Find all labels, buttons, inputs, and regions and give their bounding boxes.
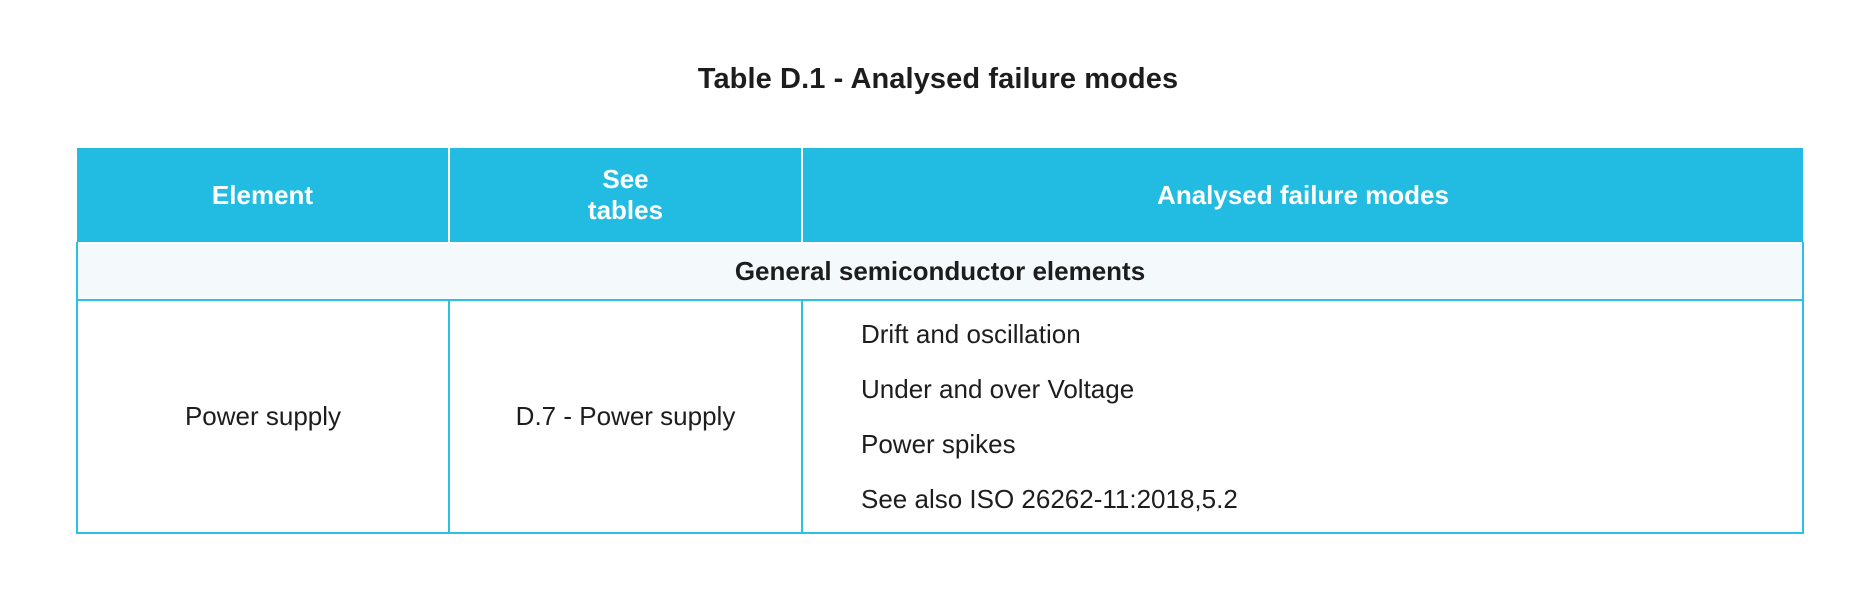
column-header-see-tables: See tables [448,148,802,243]
failure-mode-list: Drift and oscillation Under and over Vol… [861,321,1802,512]
failure-mode-item: Drift and oscillation [861,319,1081,349]
failure-mode-item: See also ISO 26262-11:2018,5.2 [861,484,1238,514]
column-header-see-tables-label: See tables [587,164,664,225]
analysed-failure-modes-table: Element See tables Analysed failure mode… [76,148,1804,534]
cell-see-tables: D.7 - Power supply [448,299,803,534]
section-header-row: General semiconductor elements [76,242,1804,301]
section-title-general-semiconductor-elements: General semiconductor elements [76,242,1804,301]
column-header-analysed-failure-modes-label: Analysed failure modes [1157,179,1449,210]
column-header-analysed-failure-modes: Analysed failure modes [801,148,1803,243]
cell-analysed-failure-modes: Drift and oscillation Under and over Vol… [801,299,1804,534]
failure-mode-item: Under and over Voltage [861,374,1135,404]
failure-mode-item: Power spikes [861,429,1016,459]
header-row: Element See tables Analysed failure mode… [77,148,1803,243]
table-header: Element See tables Analysed failure mode… [77,148,1803,243]
cell-element: Power supply [76,299,450,534]
column-header-element: Element [77,148,449,243]
table-row: Power supply D.7 - Power supply Drift an… [76,299,1804,534]
table-body: General semiconductor elements Power sup… [76,242,1804,534]
column-header-element-label: Element [211,179,314,210]
table-caption: Table D.1 - Analysed failure modes [697,63,1179,95]
